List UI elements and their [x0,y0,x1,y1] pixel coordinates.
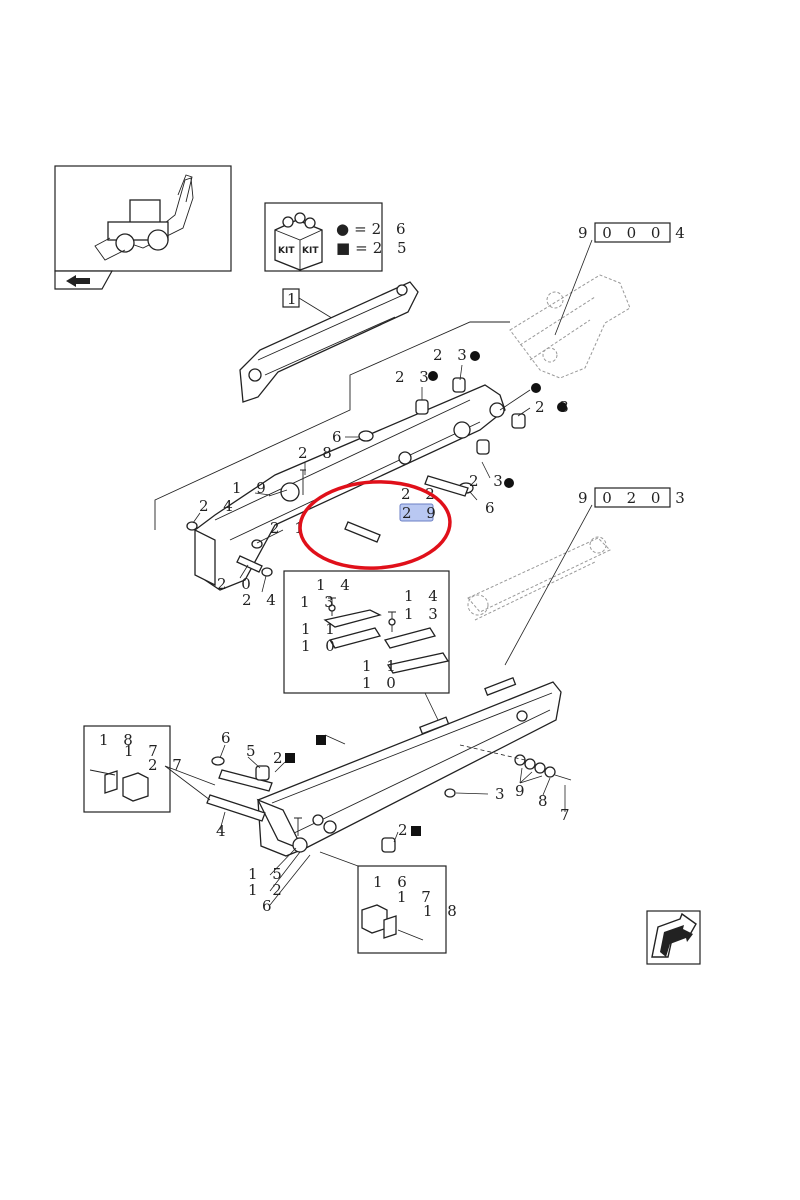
callout-8: 8 [538,792,553,810]
kit-circle-marker [557,402,567,412]
callout-11-a: 1 1 [301,620,340,638]
callout-24-b: 2 4 [242,591,281,609]
previous-page-arrow-icon[interactable] [66,275,90,287]
clamp-inset-bottom [357,865,447,954]
callout-6-a: 6 [332,428,347,446]
outer-boom [194,384,506,591]
callout-14-b: 1 4 [404,587,443,605]
overview-panel[interactable] [54,165,232,290]
callout-24-a: 2 4 [199,497,238,515]
wear-pad-inset [283,570,450,694]
callout-5: 5 [246,742,261,760]
kit-label-left: KIT [278,246,295,256]
kit-legend: KIT KIT ●=2 6 ■=2 5 [264,202,412,272]
callout-29[interactable]: 2 9 [402,504,441,522]
kit-circle-marker [531,383,541,393]
callout-20: 2 0 [217,575,256,593]
callout-18-a: 1 8 [99,731,138,749]
callout-6-d: 6 [262,897,277,915]
kit-label-right: KIT [302,246,319,256]
ref-lower-cylinder-text: 9 0 2 0 3 [578,489,690,507]
callout-10-b: 1 0 [362,674,401,692]
kit-circle-marker [504,478,514,488]
callout-22: 2 2 [401,485,440,503]
callout-leaders [192,364,566,906]
ref-box-lower[interactable]: 9 0 2 0 3 [504,487,690,666]
callout-16: 1 6 [373,873,412,891]
kit-square-marker [316,735,326,745]
kit-circle-marker [428,371,438,381]
kit-markers [285,351,567,836]
clamp-inset-left [83,725,171,813]
callout-11-b: 1 1 [362,657,401,675]
callout-23-a: 2 3 [433,346,472,364]
callout-9: 9 [515,782,530,800]
ref-upper-cylinder-text: 9 0 0 0 4 [578,224,690,242]
kit-box-icon: KIT KIT [274,212,323,271]
callout-14-a: 1 4 [316,576,355,594]
callout-23-b: 2 3 [395,368,434,386]
callout-21: 2 1 [270,519,309,537]
highlighted-pin-29[interactable] [344,521,381,543]
dipper-arm [256,676,562,857]
callout-13-b: 1 3 [404,605,443,623]
section-frame [154,321,510,530]
callout-23-d: 2 3 [469,472,508,490]
callout-2-b: 2 [398,821,413,839]
callout-28: 2 8 [298,444,337,462]
next-page-button[interactable] [646,910,701,965]
kit-circle-reference: ●=2 6 [336,220,411,238]
callout-29-highlight-box [399,503,434,522]
callout-10-a: 1 0 [301,637,340,655]
callout-19: 1 9 [232,479,271,497]
callout-2-a: 2 [273,749,288,767]
callout-13-a: 1 3 [300,593,339,611]
ref-item-1-text: 1 [287,290,302,308]
callout-7: 7 [560,806,575,824]
callout-12: 1 2 [248,881,287,899]
callout-6-c: 6 [221,729,236,747]
backhoe-loader-overview-icon [94,174,194,261]
kit-circle-marker [470,351,480,361]
callout-15: 1 5 [248,865,287,883]
callout-17-a: 1 7 [124,742,163,760]
lower-cylinder-ghost [467,536,611,621]
upper-cylinder-ghost [509,274,631,379]
callout-6-b: 6 [485,499,500,517]
callout-18-b: 1 8 [423,902,462,920]
kit-square-marker [285,753,295,763]
callout-17-b: 1 7 [397,888,436,906]
next-page-arrow-icon [651,912,697,958]
ref-box-upper[interactable]: 9 0 0 0 4 [554,222,690,336]
callout-23-c: 2 3 [535,398,574,416]
callout-4: 4 [216,822,231,840]
item-1-boom-thumbnail: 1 [239,281,419,403]
callout-labels: 2 3 2 3 2 3 2 3 6 6 2 8 1 9 2 4 2 1 2 0 … [99,346,575,920]
callout-3: 3 [495,785,510,803]
kit-square-reference: ■=2 5 [336,239,412,257]
lower-pins-bushings [206,744,572,853]
upper-pins-bushings [186,377,526,577]
kit-square-marker [411,826,421,836]
highlight-ring-29 [298,480,452,570]
callout-27: 2 7 [148,756,187,774]
